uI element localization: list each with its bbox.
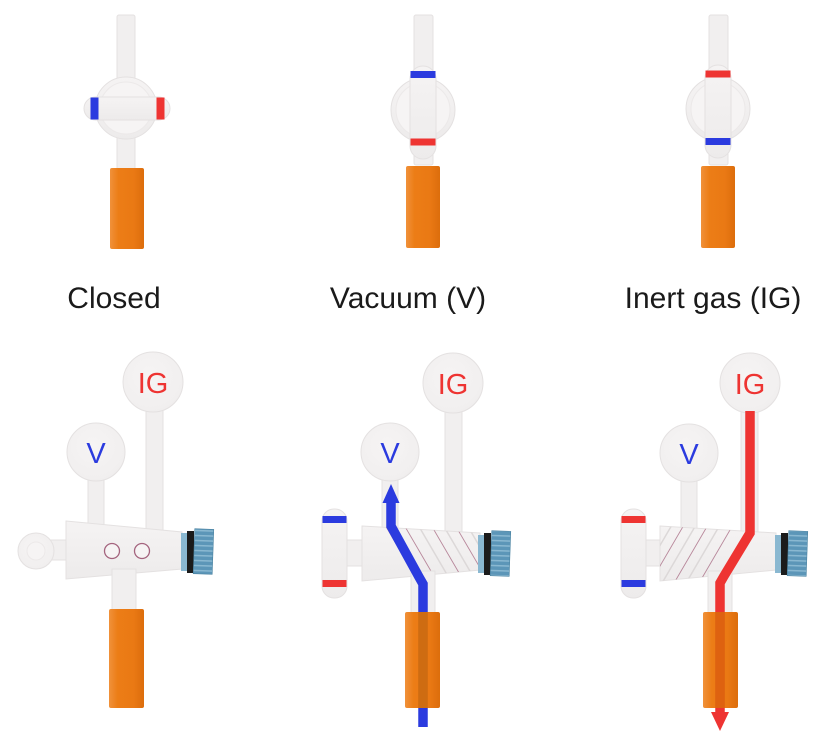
vacuum-bulb [66,422,126,482]
plug-handle-vertical [620,508,647,599]
vacuum-band [410,71,436,78]
label-vacuum: Vacuum (V) [330,282,486,315]
vacuum-flow-arrow [382,484,400,503]
plug-barrel-vertical [704,64,732,159]
manifold-inert-gas: IG V [620,352,809,731]
hatch-line [669,526,713,581]
cap-collar [478,535,484,573]
rubber-tubing [701,166,735,248]
inert-gas-tube [145,404,164,534]
hatch-line [660,526,677,581]
vacuum-band [322,516,347,523]
cap-screw [786,530,809,577]
flow-under-tubing [418,612,428,708]
inert-band [621,516,646,523]
plug-barrel-horizontal [83,96,171,121]
manifold-vacuum: IG V [321,352,512,727]
cap-black-ring [484,533,491,575]
stopcock-closed [83,14,171,249]
vacuum-tube [680,478,698,530]
inert-band [705,70,731,78]
inert-band [410,138,436,146]
cap-black-ring [187,531,194,573]
stopcock-vacuum [390,14,456,248]
inert-gas-bulb-label: IG [138,368,169,400]
cap-black-ring [781,533,788,575]
inert-gas-bulb [422,352,484,414]
hatch-line [660,526,689,581]
bore-hole [103,542,121,560]
plug-handle-vertical [321,508,348,599]
rubber-tubing [110,168,144,249]
label-inert-gas: Inert gas (IG) [625,282,802,315]
flow-under-tubing [715,612,725,708]
manifold-closed: IG V [17,351,215,708]
vacuum-bulb-label: V [86,438,106,470]
inert-gas-bulb [122,351,184,413]
inert-gas-bulb-label: IG [735,369,766,401]
rubber-tubing [109,609,144,708]
bore-hole [133,542,151,560]
vacuum-bulb [360,422,420,482]
outlet-tube [111,568,137,615]
cap-collar [775,535,781,573]
plug-handle-stem [344,539,365,567]
vacuum-band [621,580,646,587]
inert-band [156,97,165,120]
plug-handle-knob-center [26,541,46,561]
vacuum-bulb [659,423,719,483]
hatch-line [660,526,701,581]
vacuum-band [90,97,99,120]
vacuum-tube [87,477,105,529]
inert-gas-bulb-label: IG [438,369,469,401]
inert-gas-tube [444,405,463,534]
label-closed: Closed [67,282,160,315]
plug-handle-stem [643,539,663,567]
plug-barrel-vertical [409,65,437,160]
vacuum-bulb-label: V [679,439,699,471]
vacuum-band [705,138,731,145]
cap-collar [181,533,187,571]
stopcock-inert-gas [685,14,751,248]
inert-band [322,580,347,587]
cap-screw [192,528,215,575]
hatch-line [681,526,725,581]
vacuum-bulb-label: V [380,438,400,470]
cap-screw [489,530,512,577]
inert-flow-arrow [711,712,729,731]
rubber-tubing [406,166,440,248]
